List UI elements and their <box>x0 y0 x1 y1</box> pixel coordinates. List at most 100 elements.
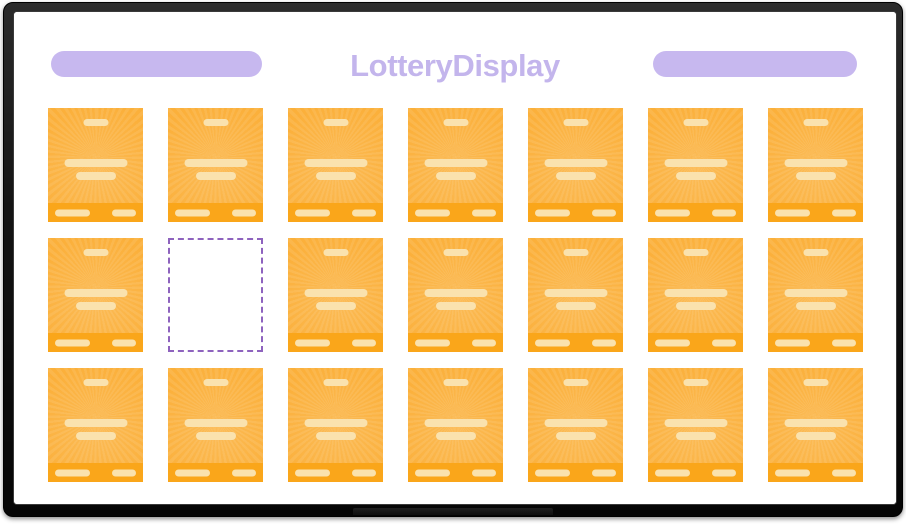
lottery-ticket-card[interactable] <box>528 368 623 482</box>
ticket-footer-left-placeholder <box>535 469 570 476</box>
lottery-ticket-card[interactable] <box>48 108 143 222</box>
ticket-footer-left-placeholder <box>55 209 90 216</box>
lottery-ticket-card[interactable] <box>648 108 743 222</box>
ticket-top-placeholder <box>803 249 828 256</box>
ticket-subtitle-placeholder <box>75 172 116 180</box>
ticket-footer-band <box>288 463 383 482</box>
ticket-footer-left-placeholder <box>535 339 570 346</box>
ticket-top-placeholder <box>803 119 828 126</box>
ticket-footer-right-placeholder <box>112 469 136 476</box>
ticket-title-placeholder <box>784 419 847 427</box>
ticket-footer-left-placeholder <box>535 209 570 216</box>
ticket-subtitle-placeholder <box>795 302 836 310</box>
ticket-top-placeholder <box>323 119 348 126</box>
ticket-footer-right-placeholder <box>712 209 736 216</box>
ticket-title-placeholder <box>64 419 127 427</box>
ticket-title-placeholder <box>304 419 367 427</box>
ticket-title-placeholder <box>184 419 247 427</box>
ticket-top-placeholder <box>563 119 588 126</box>
lottery-ticket-card[interactable] <box>288 108 383 222</box>
ticket-footer-band <box>48 333 143 352</box>
ticket-subtitle-placeholder <box>195 432 236 440</box>
ticket-footer-band <box>408 203 503 222</box>
ticket-footer-band <box>648 463 743 482</box>
ticket-footer-band <box>768 463 863 482</box>
lottery-ticket-card[interactable] <box>528 238 623 352</box>
ticket-footer-right-placeholder <box>112 339 136 346</box>
header-right-placeholder-pill[interactable] <box>653 51 857 77</box>
lottery-ticket-card[interactable] <box>408 368 503 482</box>
ticket-footer-band <box>168 463 263 482</box>
ticket-footer-right-placeholder <box>352 209 376 216</box>
ticket-footer-band <box>168 203 263 222</box>
ticket-top-placeholder <box>203 379 228 386</box>
lottery-ticket-card[interactable] <box>768 368 863 482</box>
ticket-top-placeholder <box>323 379 348 386</box>
app-header: LotteryDisplay <box>14 46 896 86</box>
ticket-subtitle-placeholder <box>435 302 476 310</box>
ticket-footer-band <box>528 203 623 222</box>
ticket-footer-band <box>48 463 143 482</box>
ticket-subtitle-placeholder <box>75 432 116 440</box>
lottery-ticket-card[interactable] <box>648 238 743 352</box>
ticket-footer-right-placeholder <box>712 469 736 476</box>
ticket-footer-left-placeholder <box>295 469 330 476</box>
ticket-footer-right-placeholder <box>112 209 136 216</box>
ticket-footer-band <box>768 333 863 352</box>
ticket-title-placeholder <box>64 289 127 297</box>
ticket-footer-right-placeholder <box>472 209 496 216</box>
lottery-ticket-card[interactable] <box>768 238 863 352</box>
lottery-ticket-card[interactable] <box>408 108 503 222</box>
ticket-footer-left-placeholder <box>775 469 810 476</box>
ticket-footer-band <box>648 333 743 352</box>
ticket-subtitle-placeholder <box>555 432 596 440</box>
ticket-subtitle-placeholder <box>795 432 836 440</box>
monitor-bezel: LotteryDisplay <box>3 2 903 517</box>
ticket-footer-band <box>408 333 503 352</box>
ticket-title-placeholder <box>784 289 847 297</box>
ticket-top-placeholder <box>563 249 588 256</box>
ticket-footer-left-placeholder <box>295 209 330 216</box>
ticket-title-placeholder <box>544 159 607 167</box>
lottery-ticket-card[interactable] <box>288 238 383 352</box>
lottery-ticket-card[interactable] <box>168 368 263 482</box>
lottery-ticket-card[interactable] <box>408 238 503 352</box>
ticket-top-placeholder <box>203 119 228 126</box>
ticket-footer-right-placeholder <box>592 469 616 476</box>
lottery-ticket-card[interactable] <box>648 368 743 482</box>
ticket-top-placeholder <box>563 379 588 386</box>
ticket-subtitle-placeholder <box>675 302 716 310</box>
ticket-top-placeholder <box>683 119 708 126</box>
ticket-title-placeholder <box>784 159 847 167</box>
ticket-subtitle-placeholder <box>195 172 236 180</box>
ticket-footer-right-placeholder <box>472 339 496 346</box>
ticket-title-placeholder <box>424 289 487 297</box>
lottery-ticket-card[interactable] <box>288 368 383 482</box>
ticket-footer-band <box>768 203 863 222</box>
ticket-footer-right-placeholder <box>592 209 616 216</box>
app-screen: LotteryDisplay <box>14 12 896 504</box>
ticket-title-placeholder <box>184 159 247 167</box>
lottery-ticket-card[interactable] <box>48 238 143 352</box>
ticket-footer-right-placeholder <box>712 339 736 346</box>
ticket-footer-left-placeholder <box>775 339 810 346</box>
ticket-footer-right-placeholder <box>832 209 856 216</box>
ticket-subtitle-placeholder <box>555 172 596 180</box>
ticket-title-placeholder <box>664 159 727 167</box>
ticket-footer-left-placeholder <box>415 209 450 216</box>
ticket-subtitle-placeholder <box>435 432 476 440</box>
ticket-top-placeholder <box>323 249 348 256</box>
empty-ticket-slot[interactable] <box>168 238 263 352</box>
ticket-footer-right-placeholder <box>472 469 496 476</box>
ticket-top-placeholder <box>803 379 828 386</box>
lottery-ticket-card[interactable] <box>168 108 263 222</box>
lottery-ticket-card[interactable] <box>528 108 623 222</box>
ticket-footer-band <box>648 203 743 222</box>
ticket-subtitle-placeholder <box>435 172 476 180</box>
lottery-ticket-card[interactable] <box>48 368 143 482</box>
lottery-ticket-card[interactable] <box>768 108 863 222</box>
ticket-footer-band <box>528 463 623 482</box>
ticket-top-placeholder <box>683 379 708 386</box>
header-left-placeholder-pill[interactable] <box>51 51 262 77</box>
ticket-title-placeholder <box>64 159 127 167</box>
